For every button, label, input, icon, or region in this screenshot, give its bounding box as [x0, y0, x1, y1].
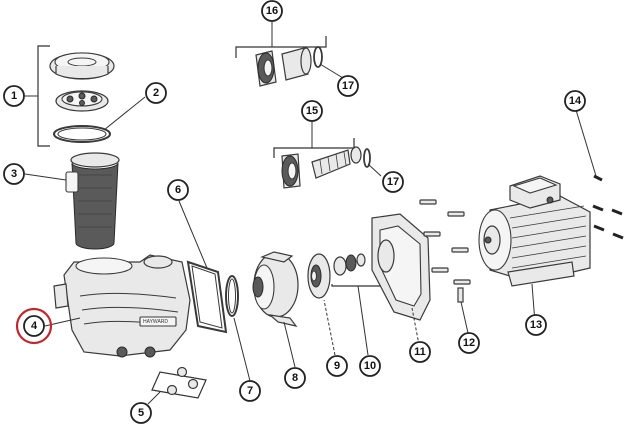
callout-14[interactable]: 14 — [564, 90, 586, 112]
callout-6[interactable]: 6 — [167, 179, 189, 201]
part-2-lid-o-ring[interactable] — [53, 125, 111, 143]
leader-17a — [319, 63, 344, 79]
bracket-1 — [37, 45, 50, 147]
callout-3[interactable]: 3 — [3, 163, 25, 185]
callout-9[interactable]: 9 — [326, 355, 348, 377]
callout-4-highlighted[interactable]: 4 — [15, 307, 53, 345]
part-6-body-gasket[interactable] — [186, 260, 228, 334]
part-4-pump-body[interactable]: HAYWARD — [53, 254, 191, 358]
svg-text:16: 16 — [266, 5, 278, 17]
pump-brand-plate: HAYWARD — [143, 319, 168, 325]
part-13-motor[interactable] — [478, 175, 591, 287]
svg-text:3: 3 — [11, 168, 17, 180]
callout-12[interactable]: 12 — [458, 332, 480, 354]
svg-text:17: 17 — [387, 176, 399, 188]
part-5-drain-plugs[interactable] — [151, 366, 207, 399]
part-16-threaded-union[interactable] — [255, 46, 323, 87]
callout-1[interactable]: 1 — [3, 85, 25, 107]
callout-17-top[interactable]: 17 — [337, 75, 359, 97]
part-7-o-ring[interactable] — [225, 275, 239, 317]
bracket-16 — [235, 36, 327, 58]
callout-15[interactable]: 15 — [301, 100, 323, 122]
part-3-strainer-basket[interactable] — [65, 152, 120, 250]
leader-5 — [147, 391, 161, 405]
leader-14 — [575, 109, 597, 177]
callout-16[interactable]: 16 — [261, 0, 283, 22]
leader-2 — [103, 96, 146, 131]
callout-8[interactable]: 8 — [284, 367, 306, 389]
leader-10 — [357, 285, 369, 356]
part-10-mechanical-seal[interactable] — [333, 253, 366, 276]
callout-17-middle[interactable]: 17 — [382, 171, 404, 193]
svg-text:5: 5 — [138, 407, 144, 419]
svg-text:14: 14 — [569, 95, 582, 107]
svg-text:10: 10 — [364, 360, 376, 372]
highlight-ring — [15, 307, 53, 345]
part-14-screws[interactable] — [592, 174, 624, 240]
svg-text:7: 7 — [247, 385, 253, 397]
part-9-impeller[interactable] — [307, 253, 331, 299]
callout-2[interactable]: 2 — [145, 82, 167, 104]
leader-8 — [283, 321, 296, 368]
callout-5[interactable]: 5 — [130, 402, 152, 424]
svg-text:6: 6 — [175, 184, 181, 196]
leader-6 — [178, 200, 208, 269]
svg-text:8: 8 — [292, 372, 298, 384]
bracket-15 — [273, 138, 355, 158]
svg-text:13: 13 — [530, 319, 542, 331]
leader-17b — [367, 163, 382, 177]
svg-text:2: 2 — [153, 87, 159, 99]
part-12-bolts[interactable] — [419, 199, 471, 303]
svg-text:4: 4 — [31, 320, 38, 332]
svg-text:11: 11 — [414, 346, 426, 358]
svg-text:17: 17 — [342, 80, 354, 92]
callout-10[interactable]: 10 — [359, 355, 381, 377]
svg-text:9: 9 — [334, 360, 340, 372]
svg-text:1: 1 — [11, 90, 17, 102]
part-11-seal-plate[interactable] — [371, 213, 431, 321]
callout-7[interactable]: 7 — [239, 380, 261, 402]
leader-7 — [233, 317, 251, 382]
leader-9 — [323, 299, 336, 356]
leader-12 — [460, 301, 469, 334]
part-15-hose-union[interactable] — [281, 146, 371, 189]
svg-text:15: 15 — [306, 105, 318, 117]
svg-text:12: 12 — [463, 337, 475, 349]
part-1-lid-assembly[interactable] — [49, 52, 115, 112]
callout-11[interactable]: 11 — [409, 341, 431, 363]
leader-3 — [24, 173, 67, 181]
callout-13[interactable]: 13 — [525, 314, 547, 336]
part-8-diffuser[interactable] — [252, 251, 299, 327]
